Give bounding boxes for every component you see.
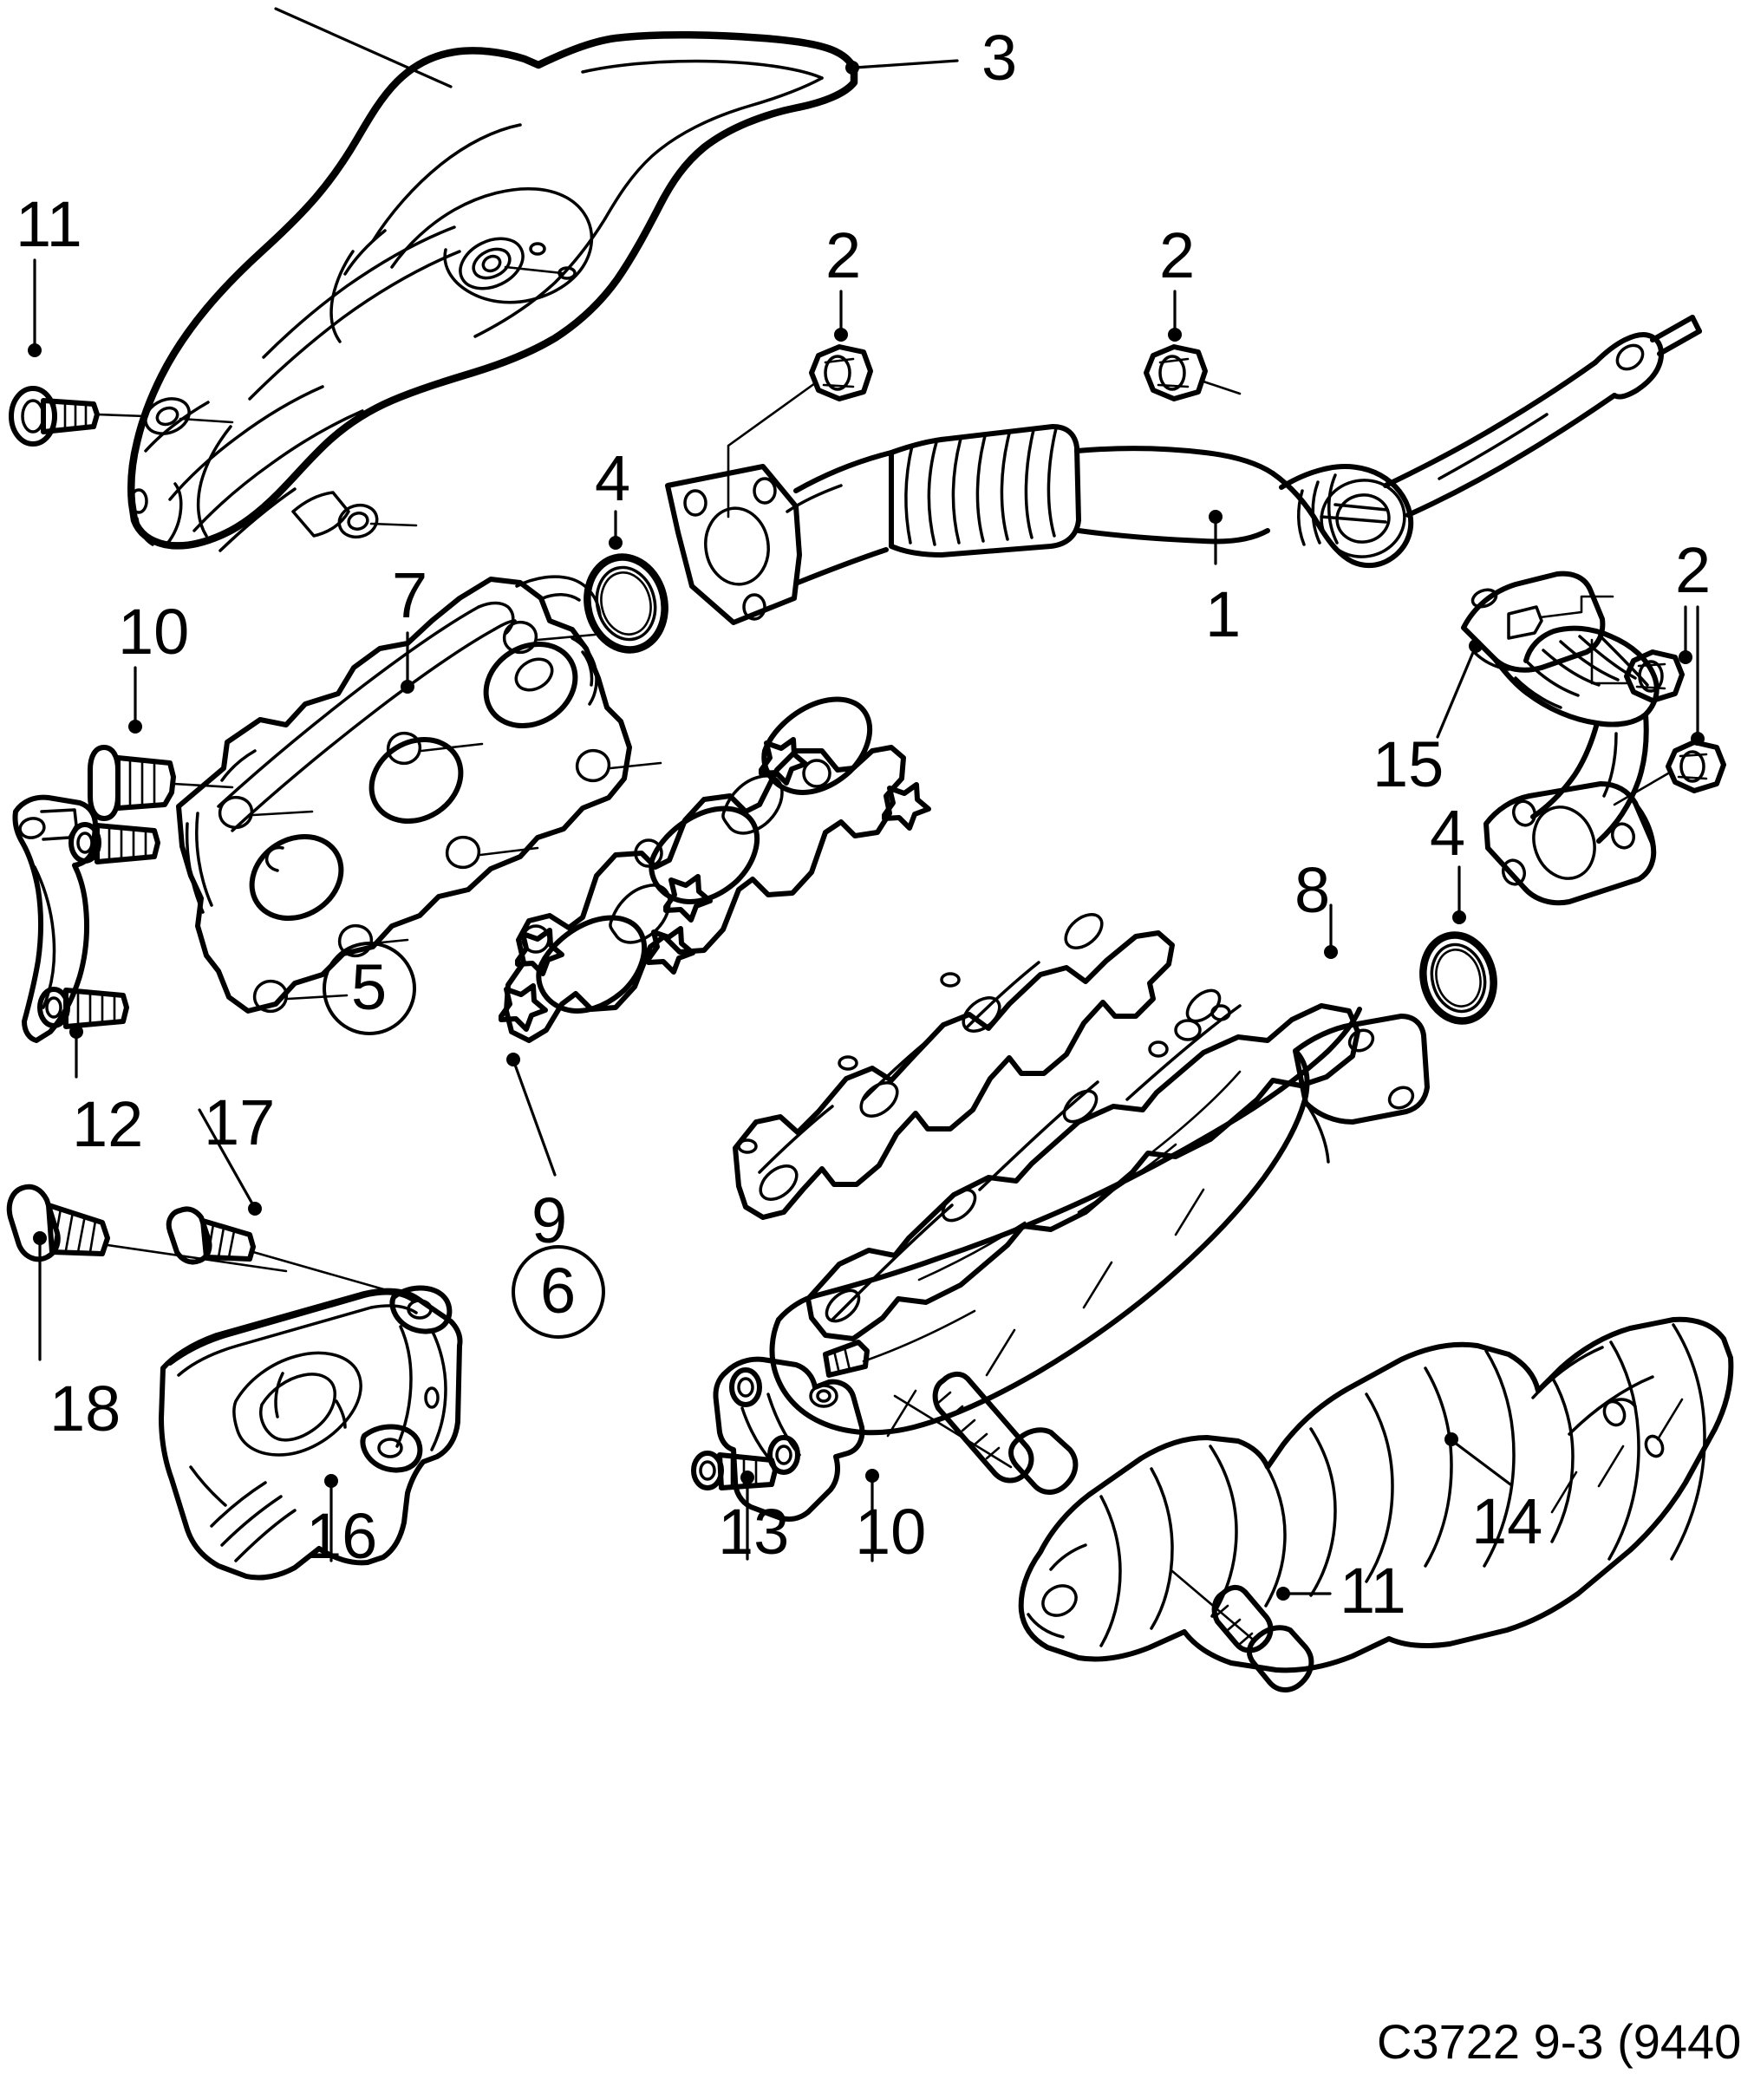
part-bolt-11b	[1170, 1569, 1332, 1692]
leader-13	[740, 1471, 754, 1561]
leader-12	[69, 1025, 83, 1079]
part-nut-2b	[1144, 344, 1242, 401]
callout-2c: 2	[1675, 534, 1712, 606]
callout-18: 18	[49, 1373, 121, 1445]
part-flexible-pipe-15	[1461, 571, 1659, 906]
part-bolt-10a	[88, 745, 234, 821]
part-gasket-ring-4b	[1419, 931, 1497, 1025]
balloon-5	[323, 942, 416, 1035]
part-manifold-gasket-9	[499, 696, 931, 1043]
balloon-6	[512, 1245, 605, 1339]
leader-3	[845, 59, 959, 75]
part-nut-2d	[1613, 605, 1726, 806]
callout-11b: 11	[1340, 1555, 1406, 1627]
leader-1	[1209, 510, 1223, 565]
callout-9: 9	[531, 1184, 568, 1256]
leader-15	[1436, 639, 1483, 739]
callout-16: 16	[306, 1500, 378, 1572]
callout-15: 15	[1373, 728, 1444, 800]
callout-2b: 2	[1159, 219, 1196, 291]
leader-10b	[865, 1469, 879, 1562]
part-nut-2c	[1590, 638, 1685, 703]
leader-17	[198, 1108, 262, 1216]
part-heat-shield-upper	[127, 30, 858, 552]
callout-5: 5	[351, 951, 388, 1023]
leader-9	[506, 1053, 557, 1177]
leader-11a	[28, 258, 42, 357]
leader-3-interior	[274, 7, 453, 88]
part-bracket-12	[12, 794, 160, 1043]
part-gasket-ring-4a	[584, 553, 668, 654]
callout-12: 12	[72, 1088, 144, 1160]
callout-1: 1	[1205, 578, 1242, 650]
callout-7: 7	[392, 559, 428, 631]
callout-6: 6	[540, 1255, 577, 1327]
leader-10a	[128, 666, 142, 734]
callout-14: 14	[1471, 1485, 1543, 1557]
callout-3: 3	[981, 22, 1018, 94]
callout-2a: 2	[825, 219, 862, 291]
callout-4a: 4	[595, 442, 631, 514]
diagram-caption: C3722 9-3 (9440)	[1377, 2014, 1741, 2069]
leader-7	[401, 631, 414, 694]
part-bracket-13	[691, 1340, 870, 1522]
part-bolt-10b	[893, 1372, 1079, 1495]
callout-11a: 11	[16, 188, 82, 260]
part-heat-shield-14	[1018, 1316, 1734, 1673]
callout-17: 17	[204, 1086, 276, 1158]
leader-4b	[1452, 865, 1466, 924]
callout-4b: 4	[1430, 797, 1466, 869]
callout-10a: 10	[118, 596, 190, 668]
part-bolt-17	[166, 1206, 401, 1295]
part-bolt-11a	[9, 386, 147, 447]
leader-18	[33, 1231, 47, 1361]
leader-14	[1444, 1432, 1512, 1486]
leader-8	[1324, 903, 1338, 959]
leader-2c	[1679, 605, 1692, 664]
part-heat-shield-16	[159, 1285, 463, 1581]
part-nut-2a	[727, 344, 873, 518]
part-exhaust-manifold-8	[733, 913, 1430, 1438]
leader-2b	[1168, 290, 1182, 342]
part-bolt-18	[6, 1184, 288, 1273]
leader-16	[324, 1474, 338, 1562]
leader-2a	[834, 290, 848, 342]
part-exhaust-manifold-7	[176, 575, 662, 1014]
leader-4a	[609, 510, 623, 550]
callout-13: 13	[718, 1496, 790, 1568]
callout-8: 8	[1294, 854, 1331, 926]
part-front-exhaust-pipe	[665, 315, 1702, 625]
callout-10b: 10	[855, 1496, 927, 1568]
